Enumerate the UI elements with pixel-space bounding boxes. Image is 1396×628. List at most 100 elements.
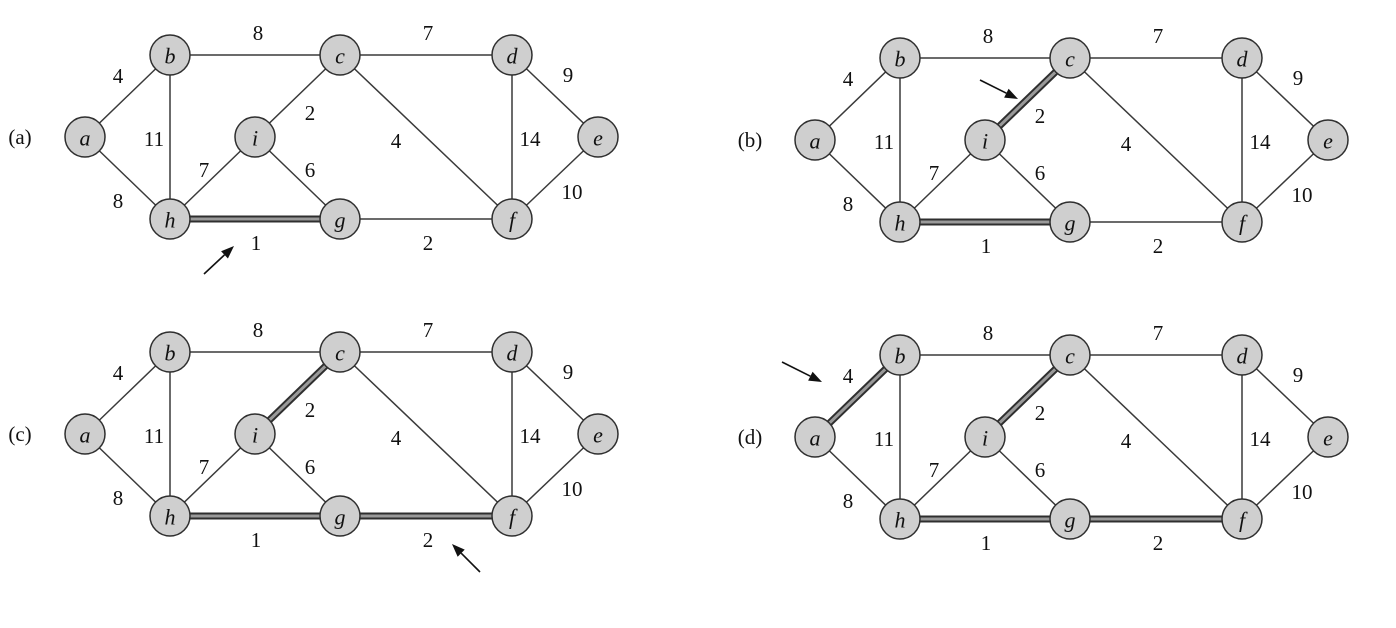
edge-c-f (339, 351, 513, 517)
edge-c-f (1069, 354, 1243, 520)
node-b (149, 331, 191, 373)
edge-weight-d-e: 9 (1293, 363, 1304, 387)
node-g (1049, 201, 1091, 243)
node-c (1049, 334, 1091, 376)
edge-weight-f-g: 2 (423, 528, 434, 552)
node-label-e: e (1323, 426, 1333, 451)
node-e (577, 413, 619, 455)
edge-weight-c-d: 7 (423, 21, 434, 45)
edge-weight-d-f: 14 (520, 127, 542, 151)
panel-label: (b) (738, 128, 763, 152)
node-label-c: c (335, 341, 345, 366)
edge-weight-b-h: 11 (144, 127, 164, 151)
node-d (1221, 334, 1263, 376)
edge-weight-c-i: 2 (1035, 401, 1046, 425)
node-label-c: c (1065, 344, 1075, 369)
edge-weight-c-f: 4 (1121, 429, 1132, 453)
edge-weight-b-c: 8 (253, 21, 264, 45)
edge-weight-h-i: 7 (929, 161, 940, 185)
node-label-c: c (335, 44, 345, 69)
node-f (491, 198, 533, 240)
node-label-a: a (810, 129, 821, 154)
edge-weight-e-f: 10 (1292, 480, 1313, 504)
node-a (64, 116, 106, 158)
edge-weight-c-f: 4 (391, 426, 402, 450)
edge-weight-e-f: 10 (1292, 183, 1313, 207)
edge-weight-c-i: 2 (305, 101, 316, 125)
node-label-a: a (810, 426, 821, 451)
edge-c-f (1069, 57, 1243, 223)
edge-weight-a-b: 4 (843, 364, 854, 388)
node-label-a: a (80, 423, 91, 448)
edge-weight-c-i: 2 (305, 398, 316, 422)
edge-weight-g-h: 1 (251, 231, 262, 255)
node-label-h: h (165, 505, 176, 530)
edge-weight-a-b: 4 (113, 64, 124, 88)
pointer-arrow-head (1004, 88, 1018, 99)
edge-weight-d-f: 14 (520, 424, 542, 448)
node-label-i: i (982, 129, 988, 154)
pointer-arrow (979, 79, 1007, 94)
edge-weight-b-h: 11 (144, 424, 164, 448)
edge-weight-c-f: 4 (1121, 132, 1132, 156)
edge-weight-e-f: 10 (562, 180, 583, 204)
node-g (1049, 498, 1091, 540)
node-label-g: g (335, 208, 346, 233)
node-label-h: h (165, 208, 176, 233)
edge-weight-g-i: 6 (1035, 161, 1046, 185)
edge-weight-g-h: 1 (251, 528, 262, 552)
node-b (879, 334, 921, 376)
node-h (149, 495, 191, 537)
edge-weight-c-f: 4 (391, 129, 402, 153)
node-c (319, 331, 361, 373)
edge-weight-h-i: 7 (199, 158, 210, 182)
edge-weight-d-f: 14 (1250, 130, 1272, 154)
edge-weight-c-i: 2 (1035, 104, 1046, 128)
node-c (1049, 37, 1091, 79)
edge-weight-a-b: 4 (843, 67, 854, 91)
node-label-b: b (165, 44, 176, 69)
edge-weight-f-g: 2 (423, 231, 434, 255)
edge-weight-a-h: 8 (843, 489, 854, 513)
edge-weight-c-d: 7 (423, 318, 434, 342)
node-d (491, 331, 533, 373)
node-c (319, 34, 361, 76)
edge-weight-g-i: 6 (1035, 458, 1046, 482)
node-a (794, 416, 836, 458)
node-g (319, 198, 361, 240)
node-label-g: g (335, 505, 346, 530)
node-label-e: e (593, 126, 603, 151)
node-label-h: h (895, 508, 906, 533)
node-b (149, 34, 191, 76)
node-e (577, 116, 619, 158)
edge-weight-c-d: 7 (1153, 321, 1164, 345)
node-f (1221, 498, 1263, 540)
edge-weight-a-h: 8 (843, 192, 854, 216)
panel-label: (c) (8, 422, 31, 446)
edge-weight-a-h: 8 (113, 486, 124, 510)
node-label-f: f (1239, 211, 1248, 236)
edge-weight-e-f: 10 (562, 477, 583, 501)
node-h (149, 198, 191, 240)
edge-weight-d-e: 9 (1293, 66, 1304, 90)
node-label-i: i (982, 426, 988, 451)
edge-weight-b-h: 11 (874, 130, 894, 154)
node-label-i: i (252, 126, 258, 151)
node-label-d: d (1237, 344, 1249, 369)
node-e (1307, 119, 1349, 161)
panel-label: (d) (738, 425, 763, 449)
edge-weight-d-f: 14 (1250, 427, 1272, 451)
pointer-arrow-head (452, 544, 465, 557)
node-h (879, 498, 921, 540)
edge-weight-a-b: 4 (113, 361, 124, 385)
edge-weight-g-i: 6 (305, 455, 316, 479)
node-label-e: e (593, 423, 603, 448)
edge-weight-d-e: 9 (563, 360, 574, 384)
node-g (319, 495, 361, 537)
pointer-arrow (203, 254, 226, 275)
pointer-arrow (781, 361, 811, 377)
node-label-a: a (80, 126, 91, 151)
node-i (234, 116, 276, 158)
edge-weight-b-c: 8 (983, 321, 994, 345)
